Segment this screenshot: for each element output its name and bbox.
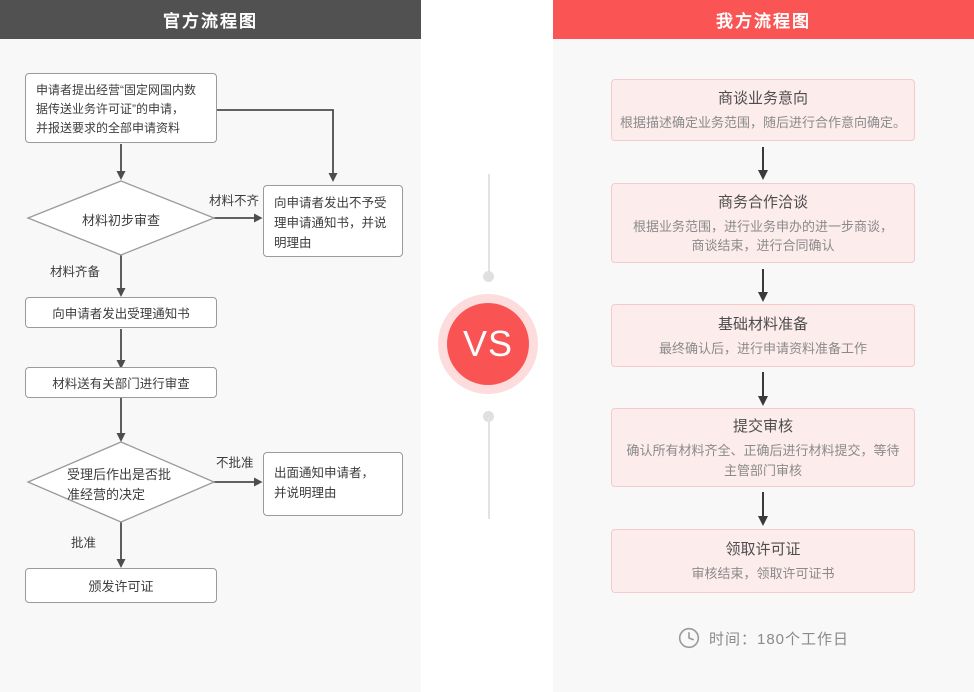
flow-node-notify-reject: 出面通知申请者， 并说明理由: [263, 452, 403, 516]
step-1-title: 商谈业务意向: [717, 90, 808, 108]
flow-node-apply: 申请者提出经营“固定网国内数 据传送业务许可证”的申请， 并报送要求的全部申请资…: [25, 73, 217, 143]
step-4-title: 提交审核: [732, 418, 793, 435]
edge-label-materials-complete: 材料齐备: [50, 265, 101, 279]
step-1-desc: 根据描述确定业务范围，随后进行合作意向确定。: [619, 115, 906, 131]
divider-line-top: [488, 174, 490, 274]
divider-line-bottom: [488, 417, 490, 519]
step-3-desc: 最终确认后，进行申请资料准备工作: [658, 340, 867, 356]
vs-label: VS: [462, 323, 514, 364]
step-box-5: 领取许可证 审核结束，领取许可证书: [611, 529, 915, 593]
edge-label-approved: 批准: [71, 536, 97, 550]
step-5-title: 领取许可证: [725, 541, 801, 559]
official-panel-title: 官方流程图: [163, 12, 258, 31]
step-box-1: 商谈业务意向 根据描述确定业务范围，随后进行合作意向确定。: [611, 79, 915, 141]
step-box-2: 商务合作洽谈 根据业务范围，进行业务申办的进一步商谈， 商谈结束，进行合同确认: [611, 183, 915, 263]
step-4-desc: 确认所有材料齐全、正确后进行材料提交，等待 主管部门审核: [626, 443, 900, 478]
flow-node-dept-review: 材料送有关部门进行审查: [25, 367, 217, 398]
flow-node-issue-license: 颁发许可证: [25, 568, 217, 603]
flow-node-decision: 受理后作出是否批 准经营的决定: [67, 467, 172, 502]
time-text: 时间：180个工作日: [708, 630, 850, 648]
flow-node-accept-notice: 向申请者发出受理通知书: [25, 297, 217, 328]
step-5-desc: 审核结束，领取许可证书: [691, 566, 835, 582]
edge-label-not-approved: 不批准: [216, 456, 254, 470]
step-2-desc: 根据业务范围，进行业务申办的进一步商谈， 商谈结束，进行合同确认: [632, 218, 893, 254]
step-box-3: 基础材料准备 最终确认后，进行申请资料准备工作: [611, 304, 915, 367]
divider-dot-top: [483, 271, 494, 282]
step-3-title: 基础材料准备: [717, 315, 808, 333]
step-2-title: 商务合作洽谈: [717, 193, 808, 211]
time-row: 时间：180个工作日: [553, 625, 974, 651]
flow-node-reject-notice: 向申请者发出不予受 理申请通知书，并说 明理由: [263, 185, 403, 257]
divider-dot-bottom: [483, 411, 494, 422]
flow-node-initial-review: 材料初步审查: [81, 213, 160, 228]
ours-panel-header: 我方流程图: [553, 0, 974, 39]
official-panel-header: 官方流程图: [0, 0, 421, 39]
edge-label-materials-incomplete: 材料不齐: [208, 194, 259, 208]
vs-badge: VS: [447, 303, 529, 385]
ours-panel-title: 我方流程图: [716, 12, 811, 31]
clock-icon: [678, 627, 700, 649]
step-box-4: 提交审核 确认所有材料齐全、正确后进行材料提交，等待 主管部门审核: [611, 408, 915, 487]
